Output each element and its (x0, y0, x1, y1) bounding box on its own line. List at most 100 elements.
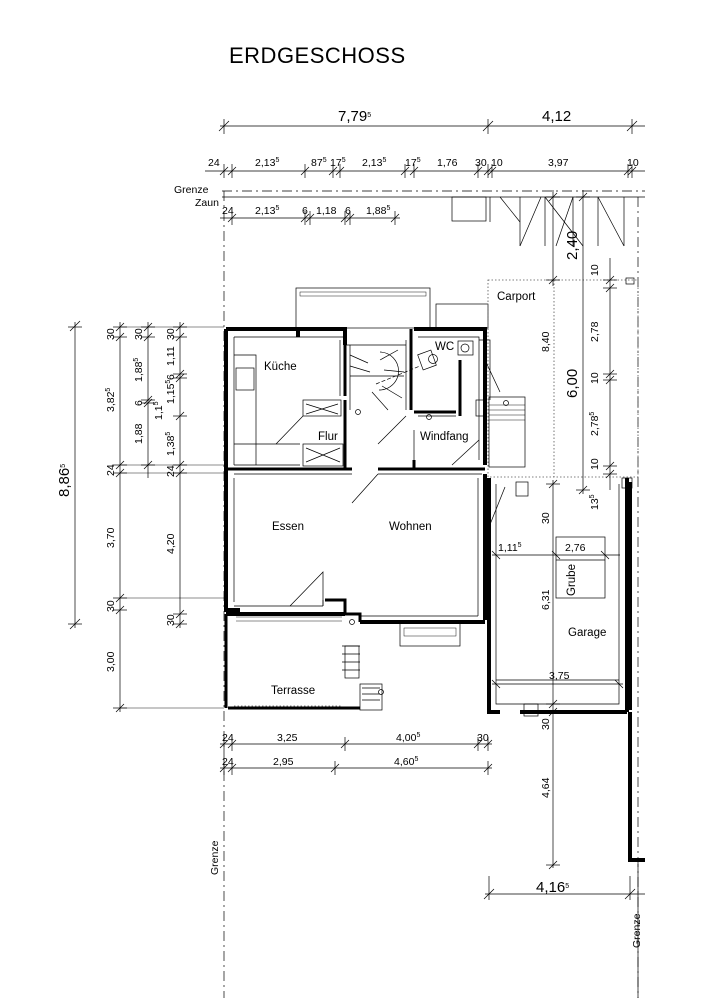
left-dimension-labels: 8,865 30 3,825 24 3,70 30 3,00 30 1,885 … (56, 328, 177, 672)
room-labels: Küche Flur WC Windfang Essen Wohnen Terr… (264, 291, 606, 697)
dim-value: 2,76 (565, 542, 586, 554)
dim-value: 24 (208, 157, 220, 169)
dim-left-col3-7: 4,20 (165, 533, 177, 554)
dim-bottom-row1-2: 4,005 (396, 732, 420, 744)
dim-value: 24 (105, 464, 117, 476)
dim-superscript: 5 (342, 157, 346, 164)
dim-left-col2-1: 1,885 (133, 358, 145, 382)
dim-superscript: 5 (416, 732, 420, 739)
dim-superscript: 5 (105, 388, 112, 392)
dim-value: 2,13 (255, 205, 276, 217)
dim-bottom-row1-1: 3,25 (277, 732, 298, 744)
dim-bottom-right: 4,165 (536, 879, 569, 896)
dim-value: 6 (345, 205, 351, 217)
dim-carport-8: 6,00 (564, 369, 581, 398)
label-zaun: Zaun (195, 197, 219, 209)
dim-bottom-row2-0: 24 (222, 756, 234, 768)
dim-value: 30 (475, 157, 487, 169)
dim-value: 24 (222, 205, 234, 217)
room-label-terrasse: Terrasse (271, 685, 315, 697)
dim-top-row1-7: 30 (475, 157, 487, 169)
dim-value: 2,78 (589, 415, 601, 436)
dim-value: 10 (589, 458, 601, 470)
dim-value: 13 (589, 498, 601, 510)
label-grenze-left: Grenze (209, 840, 221, 875)
dim-value: 10 (627, 157, 639, 169)
dim-value: 1,18 (316, 205, 337, 217)
dim-superscript: 5 (153, 401, 160, 405)
dim-value: 30 (540, 512, 552, 524)
dim-superscript: 5 (133, 358, 140, 362)
dim-value: 30 (105, 328, 117, 340)
room-label-kueche: Küche (264, 361, 297, 373)
dim-carport-0: 2,40 (564, 231, 581, 260)
room-label-wc: WC (435, 341, 454, 353)
dim-garage-5: 30 (540, 718, 552, 730)
dim-left-col3-6: 24 (165, 465, 177, 477)
dim-value: 10 (589, 372, 601, 384)
dim-top-row1-2: 875 (311, 157, 327, 169)
dim-superscript: 5 (589, 494, 596, 498)
dim-superscript: 5 (414, 756, 418, 763)
dim-value: 10 (589, 264, 601, 276)
dim-carport-7: 135 (589, 494, 601, 510)
dim-top-row2-3: 1,18 (316, 205, 337, 217)
dim-value: 3,00 (105, 651, 117, 672)
dim-top-row1-0: 24 (208, 157, 220, 169)
dim-bottom-row1-3: 30 (477, 732, 489, 744)
dim-value: 17 (330, 157, 342, 169)
dim-left-col3-5: 1,385 (165, 432, 177, 456)
dim-carport-2: 10 (589, 264, 601, 276)
dim-top-row1-4: 2,135 (362, 157, 386, 169)
dim-left-col2-0: 30 (133, 328, 145, 340)
top-dimension-lines (205, 119, 645, 225)
dim-top-row1-10: 10 (627, 157, 639, 169)
dim-left-col3-3: 1,155 (165, 380, 177, 404)
dim-bottom-row2-2: 4,605 (394, 756, 418, 768)
dim-garage-2: 2,76 (565, 542, 586, 554)
carport-garage (487, 277, 645, 998)
dim-left-col1-5: 3,00 (105, 651, 117, 672)
dim-left-col3-1: 1,11 (165, 346, 177, 366)
dim-value: 24 (165, 465, 177, 477)
dim-carport-1: 8,40 (540, 331, 552, 352)
dim-carport-3: 2,78 (589, 321, 601, 342)
dim-left-col3-2: 6 (165, 374, 177, 380)
dim-value: 8,86 (56, 468, 73, 497)
dim-value: 24 (222, 732, 234, 744)
dim-value: 4,64 (540, 777, 552, 798)
dim-value: 3,75 (549, 670, 570, 682)
dim-top-row2-5: 1,885 (366, 205, 390, 217)
carport-garage-dimension-labels: 2,40 8,40 10 2,78 10 2,785 10 135 6,00 3… (498, 231, 601, 896)
room-label-essen: Essen (272, 521, 304, 533)
dim-top-row2-4: 6 (345, 205, 351, 217)
dim-top-row1-9: 3,97 (548, 157, 569, 169)
dim-value: 1,76 (437, 157, 458, 169)
dim-value: 10 (491, 157, 503, 169)
dim-value: 6 (133, 400, 145, 406)
house-walls (224, 287, 526, 711)
dim-value: 1,88 (133, 361, 145, 382)
dim-value: 30 (133, 328, 145, 340)
dim-value: 17 (405, 157, 417, 169)
dim-superscript: 5 (589, 412, 596, 416)
dim-value: 6 (165, 374, 177, 380)
dim-superscript: 5 (165, 380, 172, 384)
room-label-carport: Carport (497, 291, 536, 303)
dim-carport-5: 2,785 (589, 412, 601, 436)
dim-bottom-row1-0: 24 (222, 732, 234, 744)
dim-top-row1-6: 1,76 (437, 157, 458, 169)
dim-left-col1-4: 30 (105, 600, 117, 612)
dim-value: 30 (165, 614, 177, 626)
dim-value: 1,15 (165, 383, 177, 404)
dim-value: 2,78 (589, 321, 601, 342)
carport-dimension-lines (483, 190, 645, 900)
dim-top-overall-left: 7,795 (338, 108, 371, 125)
dim-left-col3-0: 30 (165, 328, 177, 340)
dim-value: 1,11 (165, 346, 177, 366)
dim-superscript: 5 (165, 432, 172, 436)
dim-garage-0: 30 (540, 512, 552, 524)
plan-title: ERDGESCHOSS (229, 43, 406, 68)
